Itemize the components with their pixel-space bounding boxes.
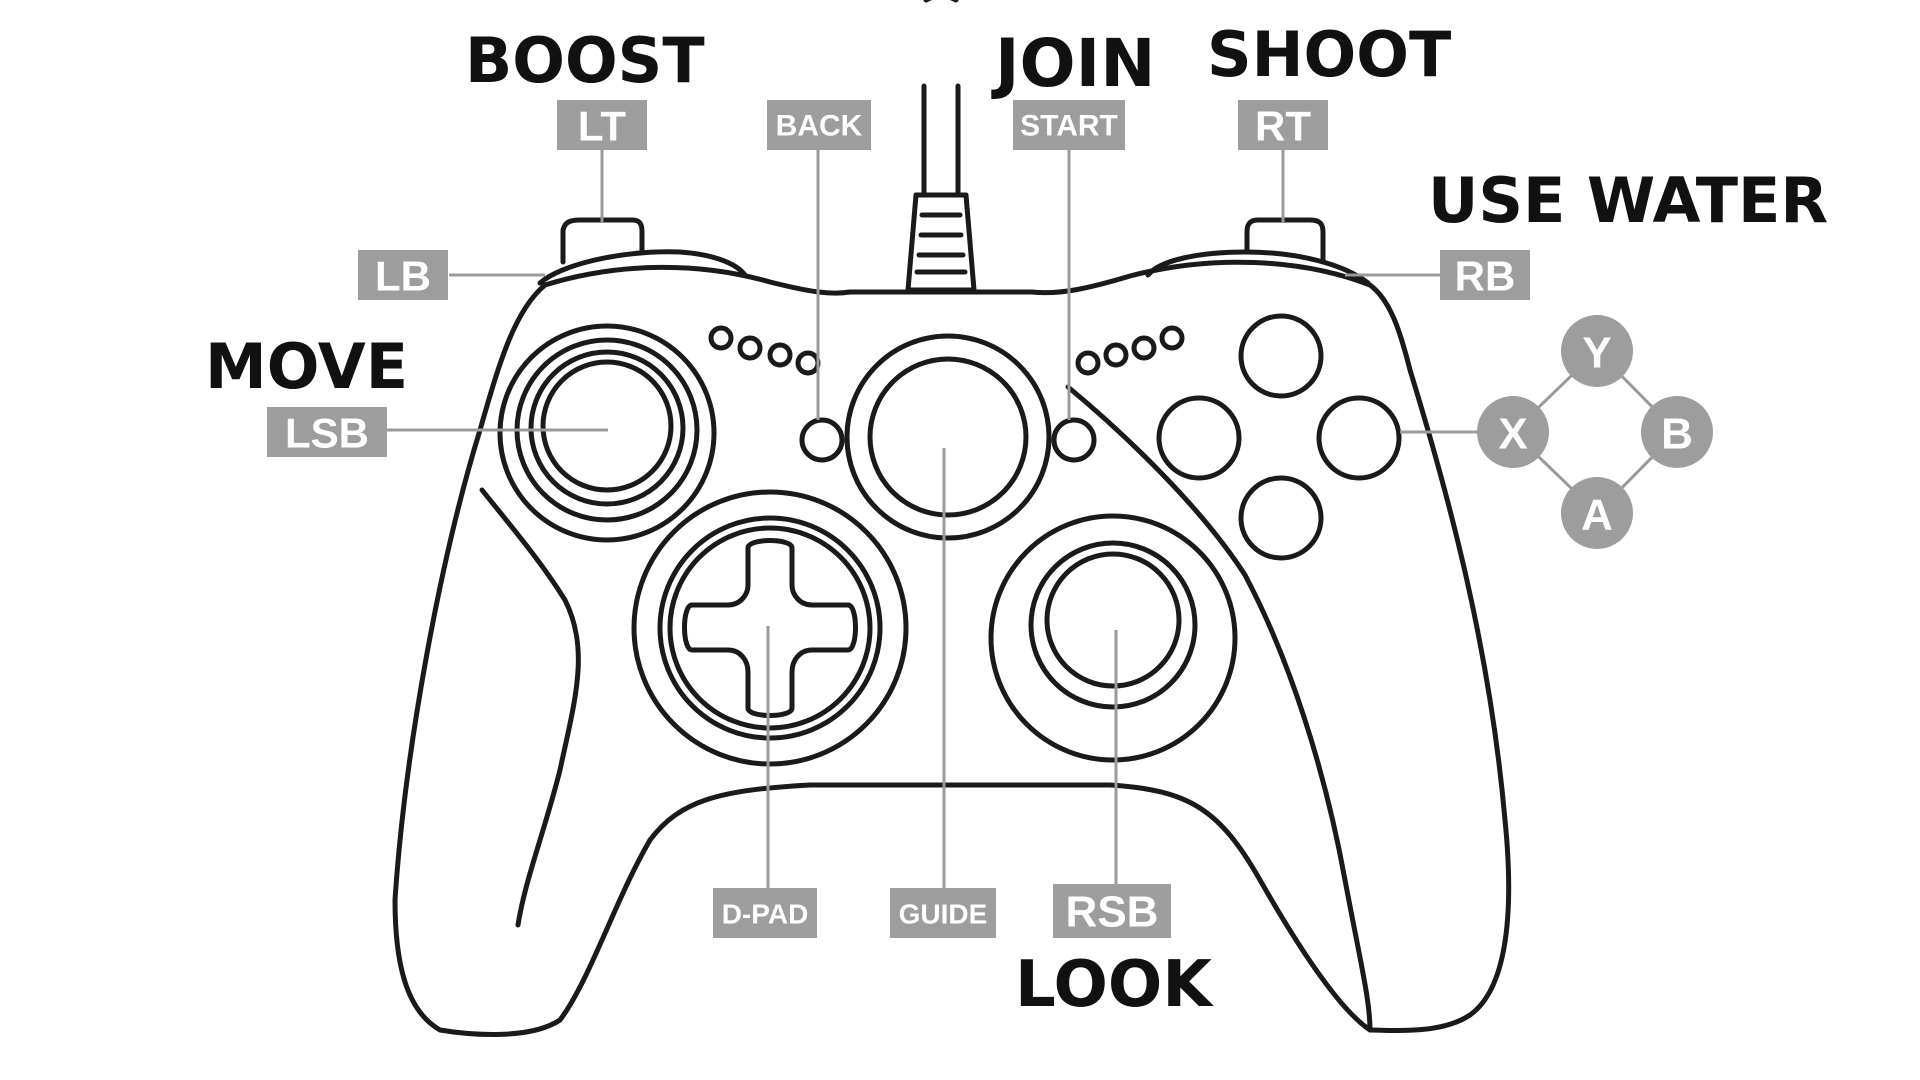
tag-lsb-box	[267, 407, 387, 457]
right-stick-ring-mid	[1028, 540, 1198, 710]
tag-dpad-label: D-PAD	[722, 899, 809, 930]
legend-b-circle	[1641, 396, 1713, 468]
dpad-ring-outer	[631, 489, 909, 767]
legend-x-button: X	[1477, 396, 1549, 468]
legend-x-circle	[1477, 396, 1549, 468]
dpad-ring-inner	[667, 525, 873, 731]
action-move: MOVE	[205, 330, 408, 403]
controller-a-button	[1238, 475, 1324, 561]
tag-rsb-box	[1053, 884, 1171, 938]
tag-start-box	[1013, 100, 1125, 150]
action-boost: BOOST	[465, 24, 705, 97]
tag-back-label: BACK	[776, 110, 863, 143]
tag-guide-box	[890, 888, 996, 938]
player-light-7	[1131, 335, 1157, 361]
legend-a-button: A	[1561, 477, 1633, 549]
right-stick-ring-outer	[988, 513, 1238, 763]
back-button	[799, 417, 845, 463]
dpad-cross	[682, 538, 858, 718]
lb-bumper	[537, 249, 748, 286]
tag-lt-box	[557, 100, 647, 150]
tag-start-label: START	[1020, 110, 1118, 143]
legend-b-label: B	[1661, 410, 1693, 459]
start-button	[1051, 417, 1097, 463]
player-light-1	[708, 325, 734, 351]
tag-rb: RB	[1440, 250, 1530, 300]
tag-lt: LT	[557, 100, 647, 150]
tag-guide: GUIDE	[890, 888, 996, 938]
player-light-3	[767, 342, 793, 368]
controller-body	[392, 0, 1512, 1037]
controller-x-button	[1156, 395, 1242, 481]
controller-b-button	[1316, 395, 1402, 481]
leader-lines	[386, 148, 1478, 888]
tag-lsb: LSB	[267, 407, 387, 457]
legend-b-button: B	[1641, 396, 1713, 468]
tag-rt: RT	[1238, 100, 1328, 150]
tag-back: BACK	[767, 100, 871, 150]
legend-a-label: A	[1581, 491, 1613, 540]
guide-button	[867, 356, 1029, 518]
left-stick-top	[540, 359, 674, 493]
right-panel-contour	[1065, 384, 1373, 1033]
legend-x-label: X	[1498, 410, 1527, 459]
right-stick-top	[1044, 551, 1182, 689]
lt-trigger	[560, 217, 645, 265]
tag-start: START	[1013, 100, 1125, 150]
tag-back-box	[767, 100, 871, 150]
action-look: LOOK	[1015, 948, 1214, 1022]
controller-shell	[392, 259, 1512, 1037]
tag-rb-box	[1440, 250, 1530, 300]
player-light-2	[737, 335, 763, 361]
left-grip-contour	[479, 487, 581, 928]
tag-rt-box	[1238, 100, 1328, 150]
player-light-4	[795, 350, 821, 376]
player-light-5	[1075, 350, 1101, 376]
action-use-water: USE WATER	[1428, 164, 1828, 237]
action-join: JOIN	[991, 25, 1155, 102]
legend-y-label: Y	[1582, 329, 1611, 378]
dpad-ring-mid	[657, 515, 883, 741]
guide-button-ring	[844, 333, 1052, 541]
tag-lt-label: LT	[578, 103, 627, 150]
action-labels: BOOST JOIN SHOOT USE WATER MOVE LOOK	[205, 18, 1828, 1022]
tag-rsb-label: RSB	[1066, 888, 1159, 937]
legend-y-button: Y	[1561, 315, 1633, 387]
tag-dpad-box	[713, 888, 817, 938]
controller-y-button	[1238, 313, 1324, 399]
cable-strain-relief	[905, 192, 977, 293]
left-stick-ring-cap	[528, 349, 686, 507]
tag-lb: LB	[358, 250, 448, 300]
tag-lb-box	[358, 250, 448, 300]
player-light-8	[1159, 325, 1185, 351]
tag-guide-label: GUIDE	[899, 899, 988, 930]
legend-a-circle	[1561, 477, 1633, 549]
tag-dpad: D-PAD	[713, 888, 817, 938]
button-tags: LT LB BACK START RT RB LSB D-PAD	[267, 100, 1530, 938]
left-stick-ring-outer	[497, 323, 717, 543]
tag-lsb-label: LSB	[285, 410, 369, 457]
tag-rb-label: RB	[1455, 253, 1516, 300]
action-shoot: SHOOT	[1207, 18, 1451, 91]
face-button-legend: Y X B A	[1477, 315, 1713, 549]
tag-rsb: RSB	[1053, 884, 1171, 938]
tag-lb-label: LB	[375, 253, 431, 300]
player-light-6	[1103, 342, 1129, 368]
tag-rt-label: RT	[1255, 103, 1311, 150]
legend-y-circle	[1561, 315, 1633, 387]
